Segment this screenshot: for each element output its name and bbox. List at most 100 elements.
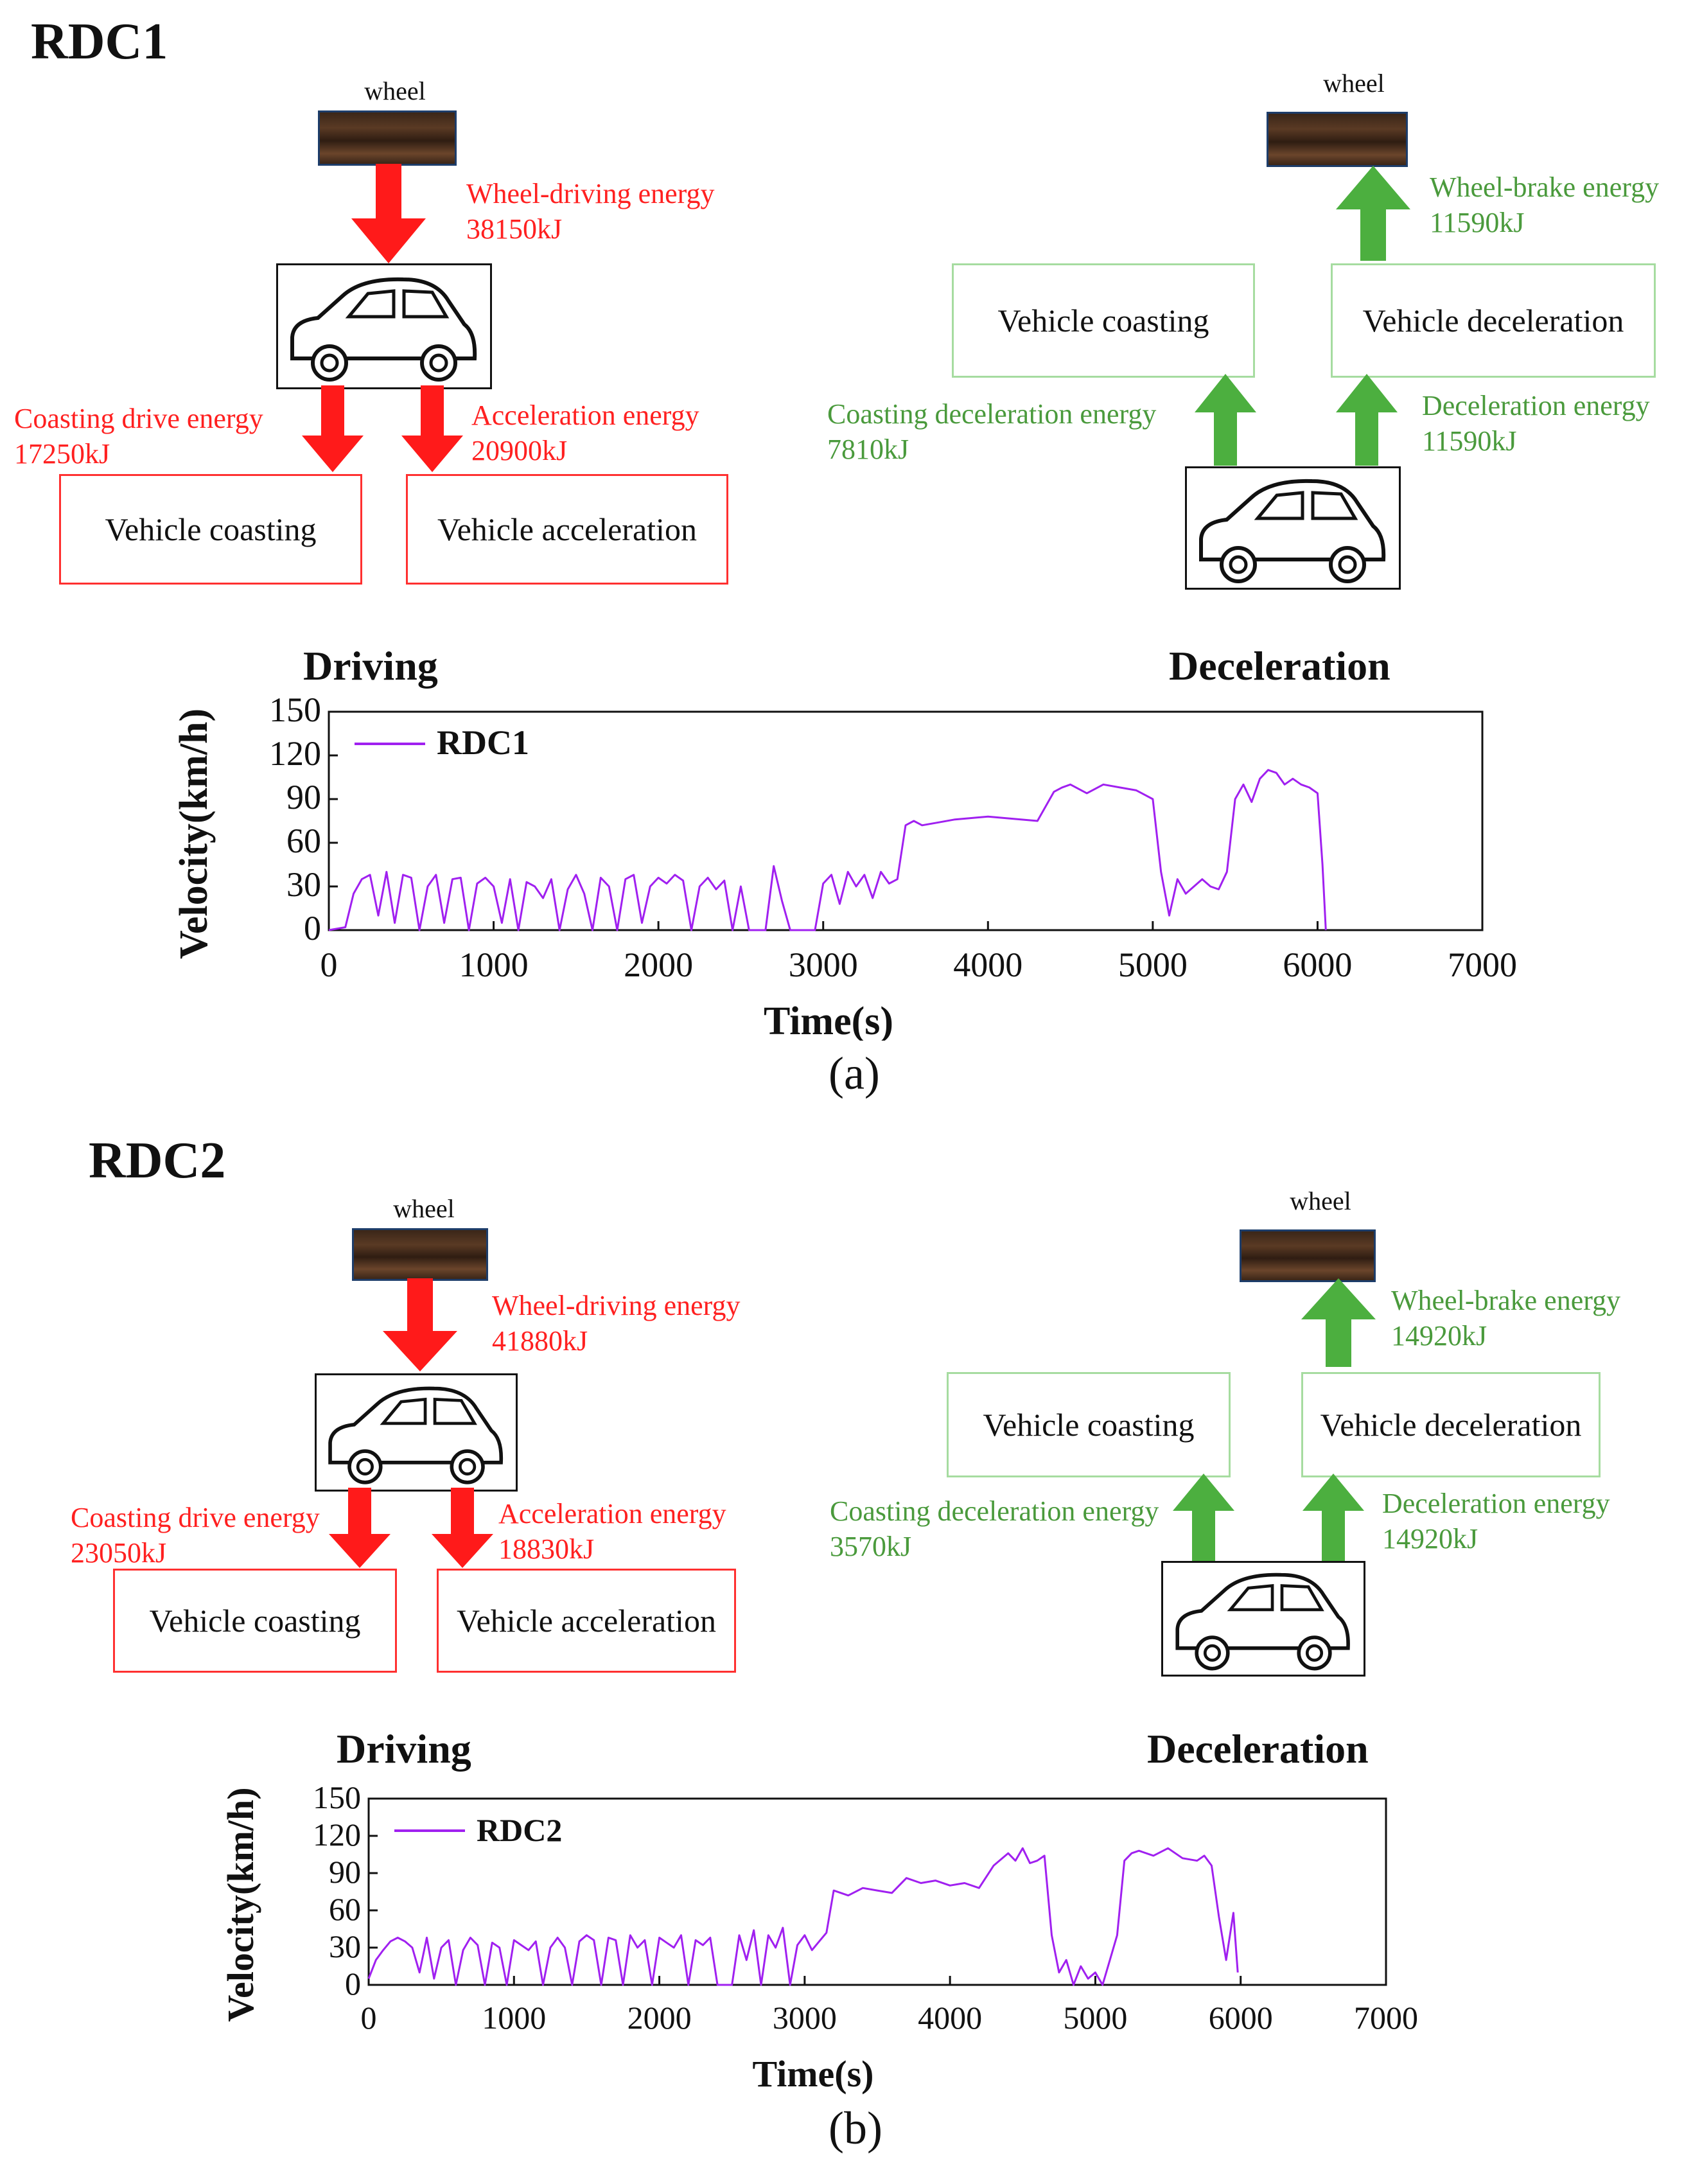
wheel-icon: [1267, 112, 1408, 167]
y-tick-label: 120: [313, 1817, 361, 1853]
x-tick-label: 6000: [1209, 2000, 1273, 2036]
vehicle-coasting-box: Vehicle coasting: [59, 474, 362, 585]
vehicle-acceleration-box: Vehicle acceleration: [437, 1569, 736, 1673]
plot-frame: [328, 710, 1484, 931]
vehicle-deceleration-box: Vehicle deceleration: [1331, 263, 1656, 378]
wheel-driving-energy-value: 38150kJ: [466, 213, 563, 245]
deceleration-header: Deceleration: [1169, 643, 1390, 689]
up-arrow-icon: [1303, 1474, 1364, 1562]
up-arrow-icon: [1173, 1474, 1234, 1562]
wheel-label: wheel: [364, 76, 426, 105]
x-tick-label: 3000: [773, 2000, 837, 2036]
series-line: [328, 769, 1327, 931]
coasting-drive-energy-label: Coasting drive energy: [14, 403, 263, 434]
x-tick-label: 3000: [789, 946, 858, 984]
y-tick-label: 150: [269, 691, 321, 729]
vehicle-car-icon: [1161, 1561, 1365, 1677]
up-arrow-icon: [1195, 374, 1256, 466]
legend-label: RDC1: [437, 723, 529, 762]
x-tick-label: 6000: [1283, 946, 1352, 984]
x-tick-label: 2000: [624, 946, 693, 984]
legend-label: RDC2: [477, 1812, 562, 1848]
coasting-deceleration-energy-value: 3570kJ: [830, 1531, 912, 1562]
y-tick-label: 60: [286, 822, 321, 860]
x-axis-label: Time(s): [752, 2053, 873, 2095]
panel-title: RDC2: [89, 1132, 226, 1189]
wheel-icon: [352, 1228, 488, 1281]
acceleration-energy-label: Acceleration energy: [498, 1498, 726, 1529]
x-tick-label: 5000: [1063, 2000, 1127, 2036]
wheel-brake-energy-value: 14920kJ: [1391, 1320, 1487, 1352]
driving-header: Driving: [303, 643, 438, 689]
vehicle-coasting-box: Vehicle coasting: [947, 1372, 1231, 1477]
coasting-drive-energy-value: 23050kJ: [71, 1537, 167, 1569]
vehicle-coasting-box: Vehicle coasting: [952, 263, 1255, 378]
wheel-label: wheel: [393, 1194, 455, 1223]
panel-title: RDC1: [31, 13, 168, 70]
coasting-deceleration-energy-label: Coasting deceleration energy: [830, 1495, 1159, 1527]
x-tick-label: 1000: [459, 946, 529, 984]
y-tick-label: 150: [313, 1779, 361, 1815]
y-tick-label: 120: [269, 734, 321, 773]
wheel-driving-energy-value: 41880kJ: [492, 1325, 588, 1357]
x-tick-label: 1000: [482, 2000, 546, 2036]
down-arrow-icon: [351, 164, 426, 263]
vehicle-deceleration-box: Vehicle deceleration: [1301, 1372, 1601, 1477]
wheel-icon: [318, 110, 457, 166]
up-arrow-icon: [1301, 1278, 1376, 1367]
y-tick-label: 60: [329, 1891, 361, 1927]
x-tick-label: 0: [320, 946, 338, 984]
wheel-label: wheel: [1323, 69, 1385, 98]
wheel-label: wheel: [1290, 1186, 1351, 1215]
wheel-driving-energy-label: Wheel-driving energy: [466, 178, 715, 209]
coasting-deceleration-energy-label: Coasting deceleration energy: [827, 398, 1157, 430]
plot-frame: [367, 1797, 1387, 1986]
up-arrow-icon: [1336, 166, 1410, 261]
coasting-drive-energy-label: Coasting drive energy: [71, 1502, 320, 1533]
vehicle-car-icon: [315, 1373, 518, 1492]
panel-label: (a): [829, 1048, 880, 1099]
coasting-drive-energy-value: 17250kJ: [14, 438, 110, 470]
wheel-icon: [1240, 1229, 1376, 1282]
x-axis-label: Time(s): [764, 1000, 893, 1041]
acceleration-energy-label: Acceleration energy: [471, 400, 699, 431]
x-tick-label: 4000: [918, 2000, 982, 2036]
deceleration-energy-label: Deceleration energy: [1422, 390, 1650, 421]
y-tick-label: 0: [345, 1966, 361, 2002]
deceleration-energy-value: 14920kJ: [1382, 1523, 1478, 1554]
vehicle-car-icon: [1185, 466, 1401, 590]
x-tick-label: 5000: [1118, 946, 1188, 984]
panel-label: (b): [829, 2102, 882, 2154]
down-arrow-icon: [432, 1488, 493, 1568]
up-arrow-icon: [1336, 374, 1398, 466]
wheel-brake-energy-value: 11590kJ: [1430, 207, 1525, 238]
deceleration-header: Deceleration: [1147, 1726, 1369, 1772]
deceleration-energy-value: 11590kJ: [1422, 425, 1517, 457]
y-axis-label: Velocity(km/h): [172, 709, 216, 959]
wheel-driving-energy-label: Wheel-driving energy: [492, 1290, 741, 1321]
y-tick-label: 90: [286, 778, 321, 816]
x-tick-label: 7000: [1448, 946, 1517, 984]
coasting-deceleration-energy-value: 7810kJ: [827, 434, 909, 465]
y-axis-label: Velocity(km/h): [220, 1787, 261, 2021]
y-tick-label: 90: [329, 1854, 361, 1890]
down-arrow-icon: [401, 385, 463, 472]
acceleration-energy-value: 18830kJ: [498, 1533, 595, 1565]
vehicle-coasting-box: Vehicle coasting: [113, 1569, 397, 1673]
x-tick-label: 0: [361, 2000, 377, 2036]
series-line: [367, 1847, 1239, 1986]
down-arrow-icon: [302, 385, 364, 472]
vehicle-car-icon: [276, 263, 492, 389]
x-tick-label: 7000: [1354, 2000, 1418, 2036]
y-tick-label: 30: [329, 1928, 361, 1964]
x-tick-label: 2000: [627, 2000, 692, 2036]
y-tick-label: 0: [304, 909, 321, 947]
y-tick-label: 30: [286, 865, 321, 904]
deceleration-energy-label: Deceleration energy: [1382, 1488, 1610, 1519]
driving-header: Driving: [337, 1726, 471, 1772]
wheel-brake-energy-label: Wheel-brake energy: [1430, 172, 1660, 203]
down-arrow-icon: [383, 1278, 457, 1371]
wheel-brake-energy-label: Wheel-brake energy: [1391, 1285, 1621, 1316]
